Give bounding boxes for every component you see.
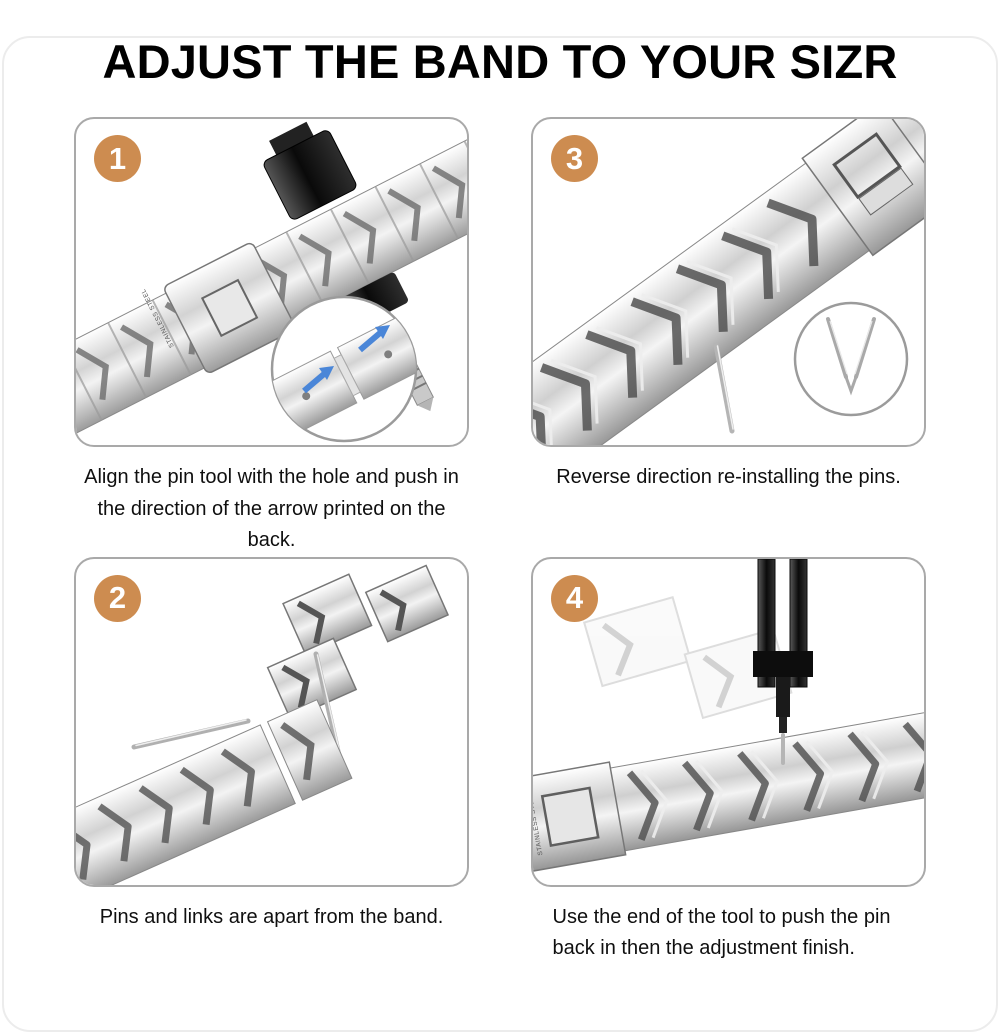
step-1-caption-area: Align the pin tool with the hole and pus… bbox=[74, 447, 469, 557]
deployment-clasp: STAINLESS STEEL bbox=[801, 119, 924, 257]
step-2-panel: 2 bbox=[74, 556, 469, 887]
push-pin-tool bbox=[753, 558, 813, 765]
step-4-caption-area: Use the end of the tool to push the pin … bbox=[531, 887, 926, 977]
steps-grid: 1 bbox=[74, 117, 926, 977]
butterfly-clasp: STAINLESS STEEL bbox=[140, 242, 296, 373]
step-3-caption-area: Reverse direction re-installing the pins… bbox=[531, 447, 926, 537]
step-2-caption-area: Pins and links are apart from the band. bbox=[74, 887, 469, 977]
step-4-artwork-push-pin-back: STAINLESS STEEL bbox=[533, 558, 924, 873]
spring-pins bbox=[826, 317, 876, 396]
step-2-number-badge: 2 bbox=[94, 574, 141, 622]
step-4-caption: Use the end of the tool to push the pin … bbox=[552, 905, 891, 960]
watch-band: STAINLESS STEEL bbox=[533, 706, 924, 873]
page-title: ADJUST THE BAND TO YOUR SIZR bbox=[102, 35, 898, 88]
step-3-panel: 3 STAINLESS STEEL bbox=[531, 117, 926, 447]
deployment-clasp: STAINLESS STEEL bbox=[533, 761, 627, 873]
step-1-artwork-band-pin-tool: STAINLESS STEEL bbox=[76, 121, 467, 444]
step-4-panel: 4 bbox=[531, 556, 926, 887]
step-2-caption: Pins and links are apart from the band. bbox=[99, 905, 444, 928]
step-4-number-badge: 4 bbox=[551, 574, 598, 622]
band-link-chevrons bbox=[76, 748, 255, 885]
band-link-chevrons bbox=[626, 721, 924, 841]
step-1: 1 bbox=[74, 117, 469, 557]
step-3-number-badge: 3 bbox=[551, 135, 598, 182]
loose-pin bbox=[713, 342, 735, 434]
band-segment bbox=[76, 698, 353, 885]
step-3-artwork-reinstall-pins: STAINLESS STEEL bbox=[533, 119, 924, 445]
step-1-caption: Align the pin tool with the hole and pus… bbox=[84, 466, 459, 552]
watch-band: STAINLESS STEEL bbox=[533, 119, 924, 445]
step-1-panel: 1 bbox=[74, 117, 469, 447]
step-4: 4 bbox=[531, 556, 926, 977]
step-2: 2 bbox=[74, 556, 469, 977]
step-3-caption: Reverse direction re-installing the pins… bbox=[556, 466, 901, 488]
step-2-artwork-exploded-links bbox=[76, 564, 450, 885]
band-link-separators bbox=[76, 140, 467, 421]
band-link-chevrons bbox=[533, 198, 819, 445]
direction-arrows bbox=[302, 325, 390, 394]
clasp-engraving-text: STAINLESS STEEL bbox=[533, 790, 544, 855]
step-1-number-badge: 1 bbox=[94, 135, 141, 182]
step-3: 3 STAINLESS STEEL bbox=[531, 117, 926, 557]
loose-links bbox=[266, 564, 450, 720]
magnifier-inset-spring-pins bbox=[793, 301, 909, 417]
